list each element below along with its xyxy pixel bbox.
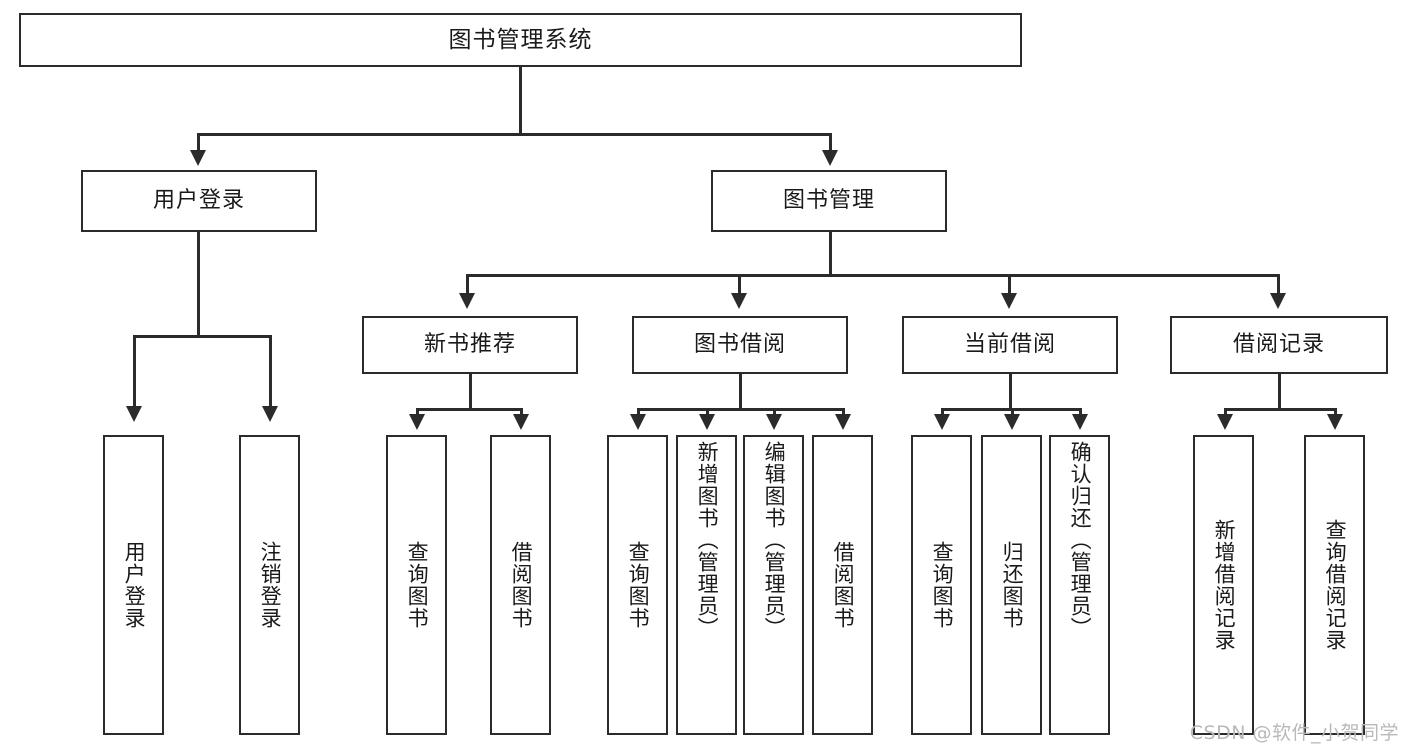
connector-bb-leaf-3 <box>773 408 776 416</box>
connector-book-borrow-stem <box>739 374 742 408</box>
node-current-borrow[interactable]: 当前借阅 <box>902 316 1118 374</box>
connector-bb-leaf-2 <box>706 408 709 416</box>
leaf-user-login[interactable]: 用户登录 <box>103 435 164 735</box>
connector-current-borrow-stem <box>1009 374 1012 408</box>
leaf-label: 借阅图书 <box>509 541 534 629</box>
connector-bb-leaf-1 <box>637 408 640 416</box>
leaf-query-book-2[interactable]: 查询图书 <box>607 435 668 735</box>
node-label: 图书管理系统 <box>448 26 593 53</box>
node-user-login[interactable]: 用户登录 <box>81 170 317 232</box>
connector-to-current-borrow <box>1008 274 1011 296</box>
connector-level3-bar <box>466 274 1280 277</box>
connector-to-borrow-record <box>1277 274 1280 296</box>
leaf-label: 归还图书 <box>1000 541 1025 629</box>
arrow-to-leaf-return-book <box>1004 414 1020 430</box>
connector-user-login-bar <box>133 335 272 338</box>
leaf-label: 查询图书 <box>405 541 430 629</box>
arrow-to-leaf-borrow-book-1 <box>513 414 529 430</box>
node-borrow-record[interactable]: 借阅记录 <box>1170 316 1388 374</box>
connector-nbr-leaf-2 <box>520 408 523 416</box>
connector-cb-leaf-3 <box>1079 408 1082 416</box>
node-book-borrow[interactable]: 图书借阅 <box>632 316 848 374</box>
connector-root-to-user-login <box>197 133 200 153</box>
leaf-borrow-book-1[interactable]: 借阅图书 <box>490 435 551 735</box>
connector-bb-leaf-4 <box>842 408 845 416</box>
leaf-query-record[interactable]: 查询借阅记录 <box>1304 435 1365 735</box>
arrow-to-leaf-borrow-book-2 <box>835 414 851 430</box>
node-label: 当前借阅 <box>963 332 1056 358</box>
node-book-management[interactable]: 图书管理 <box>711 170 947 232</box>
node-label: 借阅记录 <box>1232 332 1325 358</box>
arrow-to-book-borrow <box>731 293 747 309</box>
connector-borrow-record-stem <box>1278 374 1281 408</box>
arrow-to-borrow-record <box>1270 293 1286 309</box>
connector-borrow-record-bar <box>1224 408 1337 411</box>
leaf-edit-book[interactable]: 编辑图书（管理员） <box>743 435 804 735</box>
arrow-to-current-borrow <box>1001 293 1017 309</box>
arrow-to-leaf-add-record <box>1217 414 1233 430</box>
node-label: 新书推荐 <box>423 332 516 358</box>
arrow-to-leaf-user-login <box>126 406 142 422</box>
connector-cb-leaf-1 <box>941 408 944 416</box>
arrow-to-leaf-query-book-2 <box>630 414 646 430</box>
connector-cb-leaf-2 <box>1011 408 1014 416</box>
leaf-label: 编辑图书（管理员） <box>762 441 787 639</box>
arrow-to-leaf-edit-book <box>766 414 782 430</box>
arrow-to-leaf-logout-login <box>262 406 278 422</box>
connector-br-leaf-1 <box>1224 408 1227 416</box>
leaf-logout-login[interactable]: 注销登录 <box>239 435 300 735</box>
leaf-confirm-return[interactable]: 确认归还（管理员） <box>1049 435 1110 735</box>
leaf-add-record[interactable]: 新增借阅记录 <box>1193 435 1254 735</box>
leaf-borrow-book-2[interactable]: 借阅图书 <box>812 435 873 735</box>
leaf-label: 确认归还（管理员） <box>1068 441 1093 639</box>
connector-user-login-stem <box>197 232 200 335</box>
connector-root-stem <box>519 67 522 133</box>
leaf-label: 查询借阅记录 <box>1323 519 1348 651</box>
connector-root-to-book-management <box>829 133 832 153</box>
arrow-to-new-book-recommend <box>459 293 475 309</box>
arrow-to-user-login <box>190 150 206 166</box>
connector-nbr-leaf-1 <box>416 408 419 416</box>
connector-br-leaf-2 <box>1334 408 1337 416</box>
arrow-to-leaf-query-book-1 <box>409 414 425 430</box>
arrow-to-book-management <box>822 150 838 166</box>
connector-user-login-right <box>269 335 272 409</box>
leaf-label: 用户登录 <box>122 541 147 629</box>
connector-new-book-recommend-bar <box>416 408 523 411</box>
node-label: 图书管理 <box>782 188 875 214</box>
connector-book-borrow-bar <box>637 408 845 411</box>
leaf-return-book[interactable]: 归还图书 <box>981 435 1042 735</box>
leaf-label: 查询图书 <box>930 541 955 629</box>
connector-root-bar <box>197 133 831 136</box>
leaf-query-book-3[interactable]: 查询图书 <box>911 435 972 735</box>
leaf-label: 查询图书 <box>626 541 651 629</box>
node-label: 用户登录 <box>152 188 245 214</box>
arrow-to-leaf-query-record <box>1327 414 1343 430</box>
leaf-label: 借阅图书 <box>831 541 856 629</box>
node-root-system[interactable]: 图书管理系统 <box>19 13 1022 67</box>
connector-user-login-left <box>133 335 136 409</box>
leaf-add-book[interactable]: 新增图书（管理员） <box>676 435 737 735</box>
node-label: 图书借阅 <box>693 332 786 358</box>
csdn-watermark: CSDN @软件_小贺同学 <box>1189 722 1399 744</box>
leaf-query-book-1[interactable]: 查询图书 <box>386 435 447 735</box>
leaf-label: 注销登录 <box>258 541 283 629</box>
leaf-label: 新增图书（管理员） <box>695 441 720 639</box>
connector-to-new-book-recommend <box>466 274 469 296</box>
arrow-to-leaf-query-book-3 <box>934 414 950 430</box>
arrow-to-leaf-confirm-return <box>1072 414 1088 430</box>
connector-new-book-recommend-stem <box>469 374 472 408</box>
node-new-book-recommend[interactable]: 新书推荐 <box>362 316 578 374</box>
connector-book-management-stem <box>829 232 832 274</box>
connector-to-book-borrow <box>738 274 741 296</box>
leaf-label: 新增借阅记录 <box>1212 519 1237 651</box>
arrow-to-leaf-add-book <box>699 414 715 430</box>
